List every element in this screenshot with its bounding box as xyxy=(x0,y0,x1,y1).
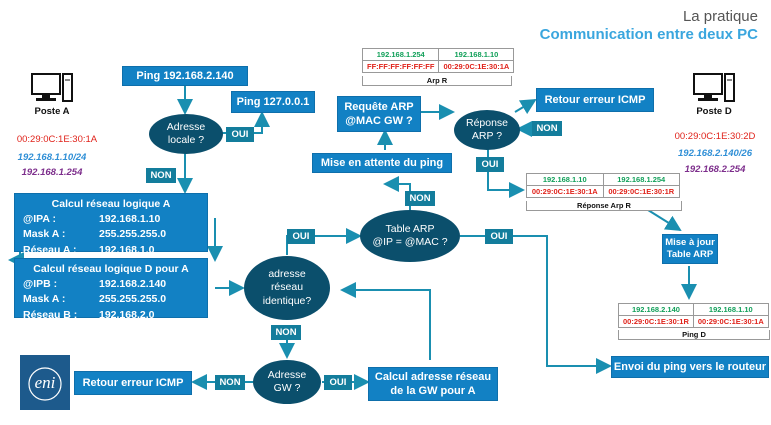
adresse-locale-line2: locale ? xyxy=(167,134,205,146)
requete-arp-line2: @MAC GW ? xyxy=(345,115,413,127)
oui-label: OUI xyxy=(287,229,315,244)
requete-arp-box: Requête ARP @MAC GW ? xyxy=(337,96,421,132)
ping-d-ip-cell: 192.168.1.10 xyxy=(692,303,769,316)
eni-logo: eni xyxy=(20,355,70,410)
poste-a-gw: 192.168.1.254 xyxy=(21,167,83,178)
non-label: NON xyxy=(532,121,562,136)
calc-a-value: 192.168.1.10 xyxy=(99,213,161,226)
calc-d-value: 255.255.255.0 xyxy=(99,293,167,306)
reponse-arp-decision: Réponse ARP ? xyxy=(454,110,520,150)
envoi-box: Envoi du ping vers le routeur xyxy=(611,356,769,378)
maj-table-line1: Mise à jour xyxy=(665,237,715,249)
calc-gw-line1: Calcul adresse réseau xyxy=(374,370,492,383)
ping-d-mac-cell: 00:29:0C:1E:30:1R xyxy=(618,315,694,328)
calc-a-title: Calcul réseau logique A xyxy=(51,198,171,210)
poste-a-mac: 00:29:0C:1E:30:1A xyxy=(16,134,98,145)
ping-d-caption: Ping D xyxy=(618,330,770,340)
non-label: NON xyxy=(146,168,176,183)
non-label: NON xyxy=(215,375,245,390)
ping-main-box: Ping 192.168.2.140 xyxy=(122,66,248,86)
poste-a-name: Poste A xyxy=(34,106,70,117)
calc-d-key: Réseau B : xyxy=(23,308,78,321)
reseau-identique-decision: adresse réseau identique? xyxy=(244,256,330,320)
table-arp-line1: Table ARP xyxy=(385,222,435,235)
calc-a-value: 255.255.255.0 xyxy=(99,228,167,241)
adresse-gw-line1: Adresse xyxy=(267,368,307,381)
adresse-locale-line1: Adresse xyxy=(166,120,206,133)
poste-d-mac: 00:29:0C:1E:30:2D xyxy=(674,131,756,142)
reseau-identique-line2: réseau xyxy=(270,281,304,294)
retour-icmp-right-box: Retour erreur ICMP xyxy=(536,88,654,112)
calc-a-key: Réseau A : xyxy=(23,243,77,256)
reponse-arp-line2: ARP ? xyxy=(471,130,503,142)
maj-table-line2: Table ARP xyxy=(666,249,714,260)
adresse-gw-line2: GW ? xyxy=(273,382,301,394)
table-arp-decision: Table ARP @IP = @MAC ? xyxy=(360,210,460,262)
ping-local-box: Ping 127.0.0.1 xyxy=(231,91,315,113)
adresse-locale-decision: Adresse locale ? xyxy=(149,114,223,154)
computer-icon xyxy=(31,73,73,102)
arp-r-mac-cell: 00:29:0C:1E:30:1A xyxy=(438,60,515,73)
requete-arp-line1: Requête ARP xyxy=(344,100,414,113)
oui-label: OUI xyxy=(485,229,513,244)
header-subtitle: La pratique xyxy=(682,8,758,25)
calc-d-key: Mask A : xyxy=(23,293,66,306)
eni-logo-mark xyxy=(28,367,62,401)
poste-d-ip: 192.168.2.140/26 xyxy=(678,148,752,159)
ping-d-mac-cell: 00:29:0C:1E:30:1A xyxy=(692,315,769,328)
calc-a-key: @IPA : xyxy=(23,213,56,226)
reponse-arp-ip-cell: 192.168.1.10 xyxy=(526,173,604,186)
attente-box: Mise en attente du ping xyxy=(312,153,452,173)
oui-label: OUI xyxy=(324,375,352,390)
calc-gw-line2: de la GW pour A xyxy=(390,385,476,397)
adresse-gw-decision: Adresse GW ? xyxy=(253,360,321,404)
reponse-arp-r-caption: Réponse Arp R xyxy=(526,201,682,211)
arp-r-mac-cell: FF:FF:FF:FF:FF:FF xyxy=(361,60,440,73)
arp-r-ip-cell: 192.168.1.10 xyxy=(438,48,515,61)
oui-label: OUI xyxy=(226,127,254,142)
calc-d-title: Calcul réseau logique D pour A xyxy=(33,263,189,275)
reseau-identique-line3: identique? xyxy=(262,294,312,307)
reponse-arp-ip-cell: 192.168.1.254 xyxy=(602,173,680,186)
arp-r-caption: Arp R xyxy=(362,76,512,86)
non-label: NON xyxy=(271,325,301,340)
calc-a-key: Mask A : xyxy=(23,228,66,241)
header-title: Communication entre deux PC xyxy=(539,26,758,43)
ping-d-ip-cell: 192.168.2.140 xyxy=(618,303,694,316)
calc-a-value: 192.168.1.0 xyxy=(99,243,155,256)
retour-icmp-left-box: Retour erreur ICMP xyxy=(74,371,192,395)
poste-d-gw: 192.168.2.254 xyxy=(684,164,746,175)
maj-table-box: Mise à jour Table ARP xyxy=(662,234,718,264)
calc-reseau-d: Calcul réseau logique D pour A @IPB : 192… xyxy=(14,258,208,321)
reponse-arp-line1: Réponse xyxy=(465,116,509,129)
reseau-identique-line1: adresse xyxy=(268,268,306,281)
calc-d-value: 192.168.2.0 xyxy=(99,308,155,321)
calc-reseau-a: Calcul réseau logique A @IPA : 192.168.1.… xyxy=(14,193,208,256)
reponse-arp-mac-cell: 00:29:0C:1E:30:1R xyxy=(602,185,680,198)
table-arp-line2: @IP = @MAC ? xyxy=(372,236,448,248)
calc-d-value: 192.168.2.140 xyxy=(99,278,167,291)
non-label: NON xyxy=(405,191,435,206)
poste-a-ip: 192.168.1.10/24 xyxy=(17,152,87,163)
poste-a: Poste A xyxy=(8,72,96,117)
oui-label: OUI xyxy=(476,157,504,172)
calc-d-key: @IPB : xyxy=(23,278,58,291)
reponse-arp-mac-cell: 00:29:0C:1E:30:1A xyxy=(526,185,604,198)
poste-d-name: Poste D xyxy=(696,106,732,117)
computer-icon xyxy=(693,73,735,102)
poste-d: Poste D xyxy=(670,72,758,117)
calc-gw-box: Calcul adresse réseau de la GW pour A xyxy=(368,367,498,401)
arp-r-ip-cell: 192.168.1.254 xyxy=(361,48,440,61)
eni-logo-text: eni xyxy=(34,372,56,392)
